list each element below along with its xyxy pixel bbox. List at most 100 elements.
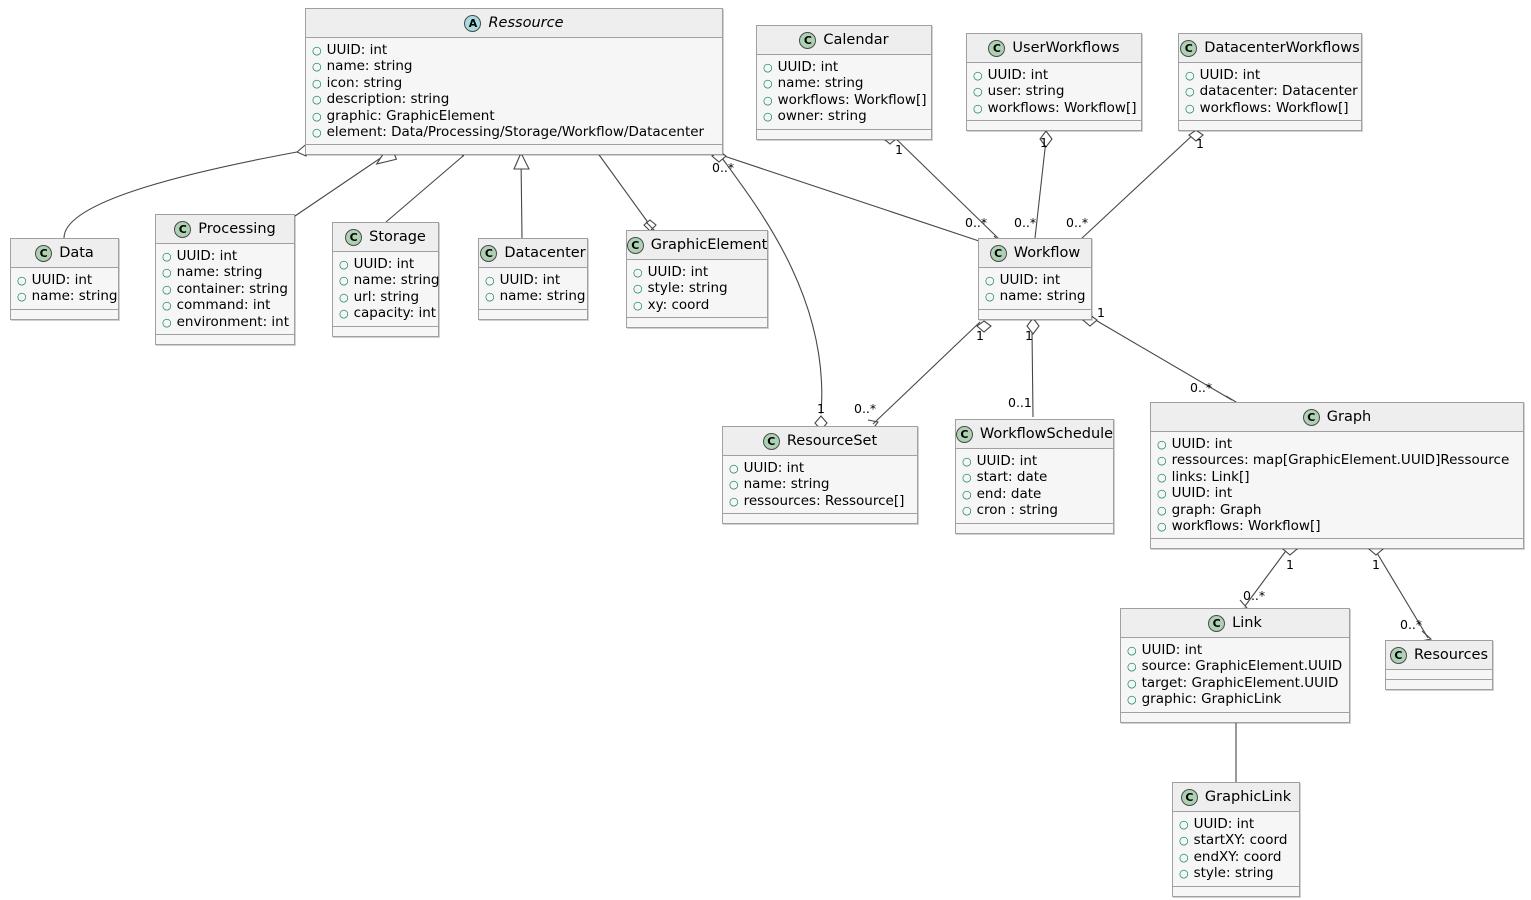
visibility-public-icon: ○ [973,69,983,82]
edge-storage-ressource [385,155,464,223]
m-graph-resources: 1 [1372,557,1380,572]
class-attributes-storage: ○UUID: int○name: string○url: string○capa… [333,252,440,327]
class-attribute: ○UUID: int [633,264,761,280]
attribute-text: startXY: coord [1193,832,1288,849]
class-title-storage: Storage [369,229,426,245]
attribute-text: UUID: int [647,264,709,280]
edge-ressource-graphicelement [596,151,653,229]
class-attribute: ○style: string [633,280,761,296]
m-userworkflows-workflow: 0..* [1014,215,1037,230]
m-datacenterworkflows-workflow: 0..* [1066,215,1089,230]
attribute-text: UUID: int [1171,485,1233,502]
class-icon: C [1180,39,1198,57]
attribute-text: owner: string [777,108,867,125]
visibility-public-icon: ○ [1157,438,1167,451]
visibility-public-icon: ○ [339,274,349,288]
attribute-text: start: date [976,469,1048,486]
visibility-public-icon: ○ [1127,660,1137,674]
class-methods-graph [1151,539,1523,549]
class-attribute: ○ UUID: int [1185,67,1355,83]
class-attributes-calendar: ○UUID: int○name: string○workflows: Workf… [757,55,931,130]
attribute-text: command: int [176,297,271,314]
m-calendar-workflow: 0..* [965,215,988,230]
attribute-text: name: string [777,75,864,92]
class-attribute: ○UUID: int [729,460,911,476]
class-attribute: ○UUID: int [1157,436,1517,452]
class-icon: C [174,220,192,238]
visibility-public-icon: ○ [962,471,972,485]
attribute-text: links: Link[] [1171,468,1250,485]
class-attribute: ○endXY: coord [1179,849,1293,865]
class-attribute: ○ UUID: int [485,272,581,288]
visibility-public-icon: ○ [17,290,27,304]
class-methods-workflow [979,309,1091,319]
attribute-text: UUID: int [999,272,1061,288]
class-attribute: ○UUID: int [339,256,432,272]
visibility-public-icon: ○ [1127,693,1137,707]
m-schedule-end: 0..1 [1008,395,1032,410]
class-attribute: ○UUID: int [985,272,1085,288]
attribute-text: graph: Graph [1171,501,1262,518]
visibility-public-icon: ○ [1179,834,1189,848]
class-attributes-resourceset: ○UUID: int○name: string○ressources: Ress… [723,456,917,515]
class-icon: C [762,432,780,450]
class-attributes-datacenter: ○ UUID: int○ name: string [479,268,587,310]
class-methods-link [1121,712,1349,722]
attribute-text: UUID: int [777,59,839,75]
visibility-public-icon: ○ [485,274,495,287]
visibility-public-icon: ○ [162,250,172,263]
class-icon: C [1208,614,1226,632]
attribute-text: UUID: int [1199,67,1261,83]
attribute-text: xy: coord [647,296,710,313]
class-title-processing: Processing [198,221,276,237]
class-attribute: ○source: GraphicElement.UUID [1127,658,1343,674]
visibility-public-icon: ○ [633,282,643,296]
class-attribute: ○ start: date [962,469,1107,485]
attribute-text: name: string [499,288,586,305]
class-methods-calendar [757,129,931,139]
attribute-text: UUID: int [976,453,1038,469]
attribute-text: ressources: map[GraphicElement.UUID]Ress… [1171,452,1510,469]
class-title-graphicelement: GraphicElement [650,237,768,253]
m-link-end: 0..* [1243,588,1266,603]
class-methods-userworkflows [967,121,1141,131]
visibility-public-icon: ○ [763,77,773,91]
attribute-text: workflows: Workflow[] [1171,518,1321,535]
class-title-workflow: Workflow [1013,245,1081,261]
class-attributes-workflowschedule: ○UUID: int○start: date○end: date○cron : … [956,449,1113,524]
class-attribute: ○datacenter: Datacenter [1185,83,1358,99]
attribute-text: UUID: int [499,272,561,288]
class-icon: C [799,31,817,49]
class-attribute: ○graphic: GraphicElement [312,108,716,124]
class-attribute: ○ name: string [763,75,925,91]
visibility-public-icon: ○ [633,298,643,312]
class-attribute: ○UUID: int [312,42,716,58]
class-attribute: ○url: string [339,289,432,305]
m-workflow-schedule: 1 [1025,328,1033,343]
class-methods-datacenterworkflows [1179,121,1361,131]
class-title-ressource: Ressource [488,15,564,31]
attribute-text: UUID: int [176,248,238,264]
visibility-public-icon: ○ [1185,69,1195,82]
visibility-public-icon: ○ [1179,867,1189,881]
